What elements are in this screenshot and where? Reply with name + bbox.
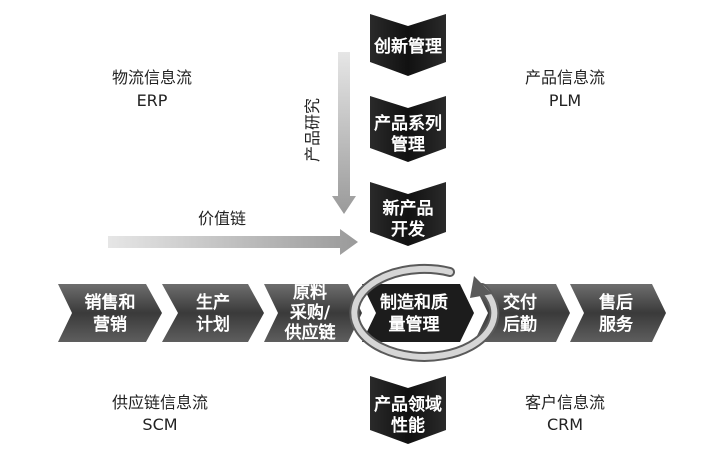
step-after-sales-service: 售后 服务 [570,284,666,342]
quadrant-crm-title: 客户信息流 [525,393,605,412]
step-new-product-development-line-2: 开发 [391,219,426,240]
cycle-ring-arrowhead [470,276,492,298]
step-delivery-logistics-line-2: 后勤 [503,315,537,335]
step-after-sales-service-shape [570,284,666,342]
quadrant-crm: 客户信息流 CRM [525,393,605,434]
step-material-procurement-shape [264,284,362,342]
step-new-product-development-shape [370,182,446,246]
quadrant-erp: 物流信息流 ERP [112,68,192,110]
step-sales-marketing-line-1: 销售和 [85,292,136,313]
step-innovation-management: 创新管理 [370,14,446,76]
quadrant-plm-title: 产品信息流 [525,68,605,87]
value-chain-label: 价值链 [198,209,246,228]
step-manufacturing-quality: 制造和质 量管理 [362,284,474,342]
product-research-label: 产品研究 [303,98,322,162]
step-manufacturing-quality-shape [362,284,474,342]
cycle-ring-inner [351,265,498,360]
step-product-portfolio-line-2: 管理 [391,134,425,155]
step-product-portfolio-line-1: 产品系列 [374,113,442,134]
step-delivery-logistics-shape [474,284,570,342]
step-product-field-performance: 产品领域 性能 [370,376,446,444]
step-delivery-logistics: 交付 后勤 [474,284,570,342]
step-after-sales-service-line-2: 服务 [599,314,634,335]
step-innovation-management-line-1: 创新管理 [373,36,442,57]
step-product-field-performance-shape [370,376,446,444]
step-production-planning-line-1: 生产 [196,292,230,313]
step-product-portfolio: 产品系列 管理 [370,96,446,162]
step-production-planning-line-2: 计划 [196,314,230,335]
step-product-field-performance-line-1: 产品领域 [374,394,442,415]
step-production-planning: 生产 计划 [162,284,264,342]
step-sales-marketing-line-2: 营销 [93,314,127,335]
quadrant-erp-title: 物流信息流 [112,68,192,87]
quadrant-plm: 产品信息流 PLM [525,68,605,110]
quadrant-scm-title: 供应链信息流 [112,393,208,412]
product-research-arrow-shape [332,52,356,214]
quadrant-plm-abbr: PLM [549,91,581,110]
step-product-field-performance-line-2: 性能 [391,415,425,436]
value-chain-arrow-shape [108,229,358,255]
step-after-sales-service-line-1: 售后 [599,292,633,313]
step-delivery-logistics-line-1: 交付 [503,292,537,313]
step-material-procurement-line-1: 原料 [293,282,327,303]
step-material-procurement: 原料 采购/ 供应链 [264,282,362,343]
cycle-ring [349,263,500,362]
quadrant-scm: 供应链信息流 SCM [112,393,208,434]
quadrant-erp-abbr: ERP [137,91,168,110]
step-new-product-development: 新产品 开发 [370,182,446,246]
product-research-arrow: 产品研究 [303,52,356,214]
quadrant-crm-abbr: CRM [547,415,583,434]
step-material-procurement-line-3: 供应链 [284,322,337,343]
step-innovation-management-shape [370,14,446,76]
step-material-procurement-line-2: 采购/ [289,302,331,323]
step-manufacturing-quality-line-1: 制造和质 [380,292,448,313]
quadrant-scm-abbr: SCM [142,415,177,434]
step-new-product-development-line-1: 新产品 [383,198,434,219]
step-sales-marketing: 销售和 营销 [58,284,162,342]
value-chain-arrow: 价值链 [108,209,358,255]
step-product-portfolio-shape [370,96,446,162]
step-manufacturing-quality-line-2: 量管理 [389,314,440,335]
step-production-planning-shape [162,284,264,342]
step-sales-marketing-shape [58,284,162,342]
